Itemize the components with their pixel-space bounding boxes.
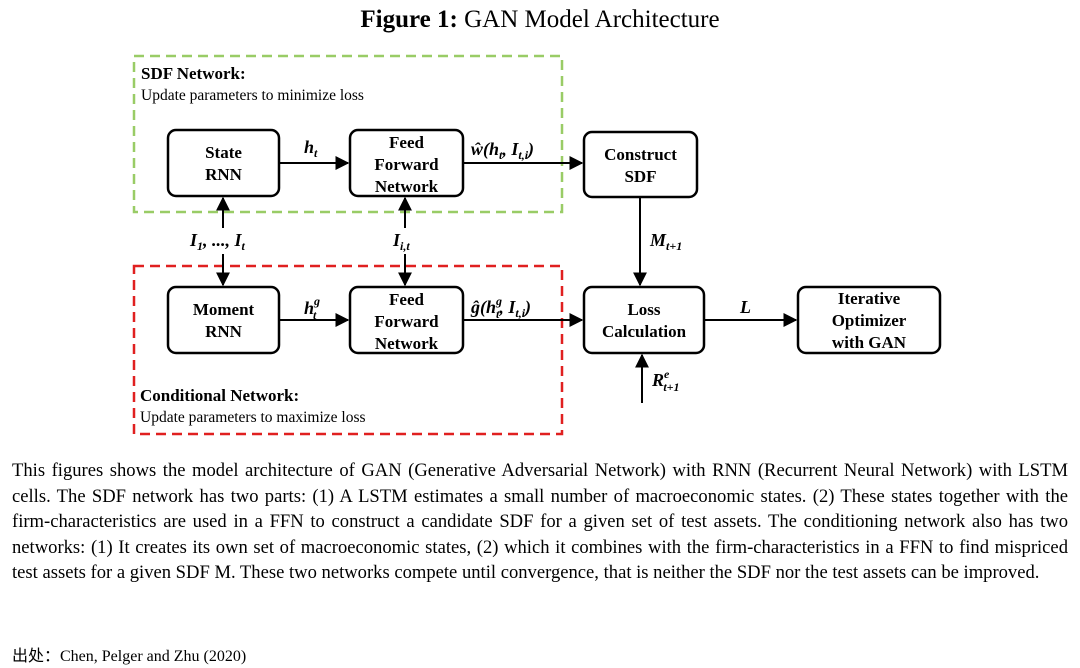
moment-rnn-line2: RNN [205,322,243,341]
optimizer-line2: Optimizer [832,311,907,330]
loss-line1: Loss [627,300,660,319]
label-input-i: Ii,t [392,230,410,253]
conditional-network-subtitle: Update parameters to maximize loss [140,409,366,426]
gan-architecture-diagram: SDF Network: Update parameters to minimi… [132,54,942,436]
loss-line2: Calculation [602,322,687,341]
ffn-bottom-line3: Network [375,334,439,353]
figure-caption: This figures shows the model architectur… [12,460,1068,583]
state-rnn-box: State RNN [166,128,281,198]
state-rnn-line1: State [205,143,242,162]
optimizer-box: Iterative Optimizer with GAN [796,285,942,355]
label-l: L [739,297,751,317]
optimizer-line3: with GAN [832,333,907,352]
optimizer-line1: Iterative [838,289,901,308]
sdf-network-subtitle: Update parameters to minimize loss [141,87,364,104]
conditional-network-border [132,264,564,436]
construct-sdf-line1: Construct [604,145,677,164]
label-w-hat: ŵ(ht, It,i) [470,139,534,162]
figure-title: Figure 1: GAN Model Architecture [0,6,1080,34]
ffn-bottom-line2: Forward [374,312,439,331]
sdf-network-border [132,54,564,214]
ffn-top-line2: Forward [374,155,439,174]
ffn-top-line3: Network [375,177,439,196]
source-note: 出处：Chen, Pelger and Zhu (2020) [12,648,247,665]
conditional-network-title: Conditional Network: [140,386,299,405]
loss-calculation-box: Loss Calculation [582,285,706,355]
label-m: Mt+1 [649,230,682,253]
state-rnn-line2: RNN [205,165,243,184]
moment-rnn-line1: Moment [193,300,255,319]
construct-sdf-box: Construct SDF [582,130,699,199]
label-h-t: ht [304,137,318,160]
ffn-bottom-box: Feed Forward Network [348,285,465,355]
sdf-network-title: SDF Network: [141,64,246,83]
ffn-bottom-line1: Feed [389,290,424,309]
moment-rnn-box: Moment RNN [166,285,281,355]
ffn-top-box: Feed Forward Network [348,128,465,198]
ffn-top-line1: Feed [389,133,424,152]
construct-sdf-line2: SDF [624,167,656,186]
figure-title-prefix: Figure 1: [360,6,458,33]
label-inputs-all: I1, ..., It [189,230,246,253]
figure-title-text: GAN Model Architecture [464,6,720,33]
